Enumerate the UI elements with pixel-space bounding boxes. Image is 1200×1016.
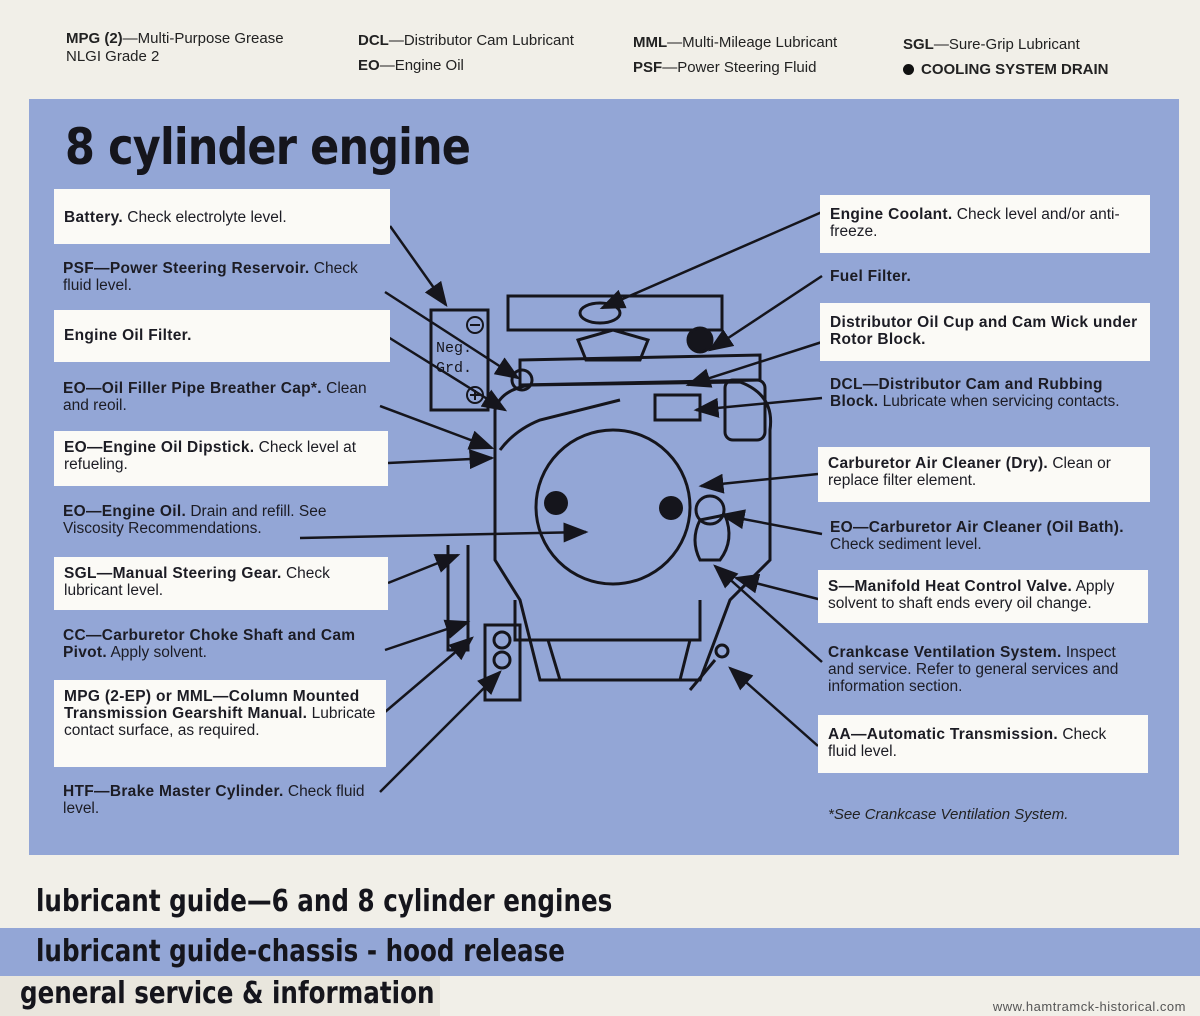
callout-air-cleaner-dry-title: Carburetor Air Cleaner (Dry). (828, 455, 1049, 472)
callout-engine-oil-title: EO—Engine Oil. (63, 503, 187, 520)
battery-label-top: Neg. (436, 340, 472, 357)
callout-heat-valve-title: S—Manifold Heat Control Valve. (828, 578, 1073, 595)
legend-eo-code: EO (358, 57, 380, 74)
callout-choke-title: CC—Carburetor Choke Shaft and Cam Pivot. (63, 627, 356, 661)
callout-steering-gear-text: Check lubricant level. (64, 565, 330, 599)
legend-dcl-text: —Distributor Cam Lubricant (388, 32, 574, 49)
legend-mpg-code: MPG (2) (66, 30, 123, 47)
callout-brake-text: Check fluid level. (63, 783, 365, 817)
callout-air-cleaner-dry-text: Clean or replace filter element. (828, 455, 1111, 489)
callout-brake: HTF—Brake Master Cylinder. Check fluid l… (63, 783, 378, 817)
callout-coolant-text: Check level and/or anti-freeze. (830, 206, 1120, 240)
callout-psf-title: PSF—Power Steering Reservoir. (63, 260, 310, 277)
callout-heat-valve: S—Manifold Heat Control Valve. Apply sol… (818, 570, 1148, 623)
callout-distributor-oil: Distributor Oil Cup and Cam Wick under R… (820, 303, 1150, 361)
legend-psf-text: —Power Steering Fluid (662, 59, 817, 76)
callout-psf: PSF—Power Steering Reservoir. Check flui… (63, 260, 378, 294)
callout-gearshift-title: MPG (2-EP) or MML—Column Mounted Transmi… (64, 688, 360, 722)
legend-mpg-text: —Multi-Purpose Grease (122, 30, 284, 47)
callout-air-cleaner-dry: Carburetor Air Cleaner (Dry). Clean or r… (818, 447, 1150, 502)
leader-lines-left (299, 225, 589, 793)
leader-lines-right (599, 210, 823, 747)
callout-choke-text: Apply solvent. (107, 644, 207, 661)
callout-gearshift-text: Lubricate contact surface, as required. (64, 705, 376, 739)
callout-battery-title: Battery. (64, 209, 123, 226)
callout-battery-text: Check electrolyte level. (122, 209, 287, 226)
tab-band-general (0, 976, 440, 1016)
drain-dot-right (659, 496, 683, 520)
callout-crankcase-text: Inspect and service. Refer to general se… (828, 644, 1119, 695)
callout-crankcase: Crankcase Ventilation System. Inspect an… (828, 644, 1140, 695)
engine-outline (446, 294, 773, 702)
callout-engine-oil-text: Drain and refill. See Viscosity Recommen… (63, 503, 327, 537)
legend-eo: EO—Engine Oil (358, 57, 464, 75)
watermark: www.hamtramck-historical.com (992, 999, 1186, 1014)
legend-dcl-code: DCL (358, 32, 389, 49)
callout-dipstick-text: Check level at refueling. (64, 439, 357, 473)
callout-battery: Battery. Check electrolyte level. (54, 189, 390, 244)
footnote: *See Crankcase Ventilation System. (828, 806, 1069, 823)
callout-fuel-filter: Fuel Filter. (830, 268, 1140, 285)
legend-drain: COOLING SYSTEM DRAIN (903, 61, 1109, 79)
callout-transmission-text: Check fluid level. (828, 726, 1107, 760)
legend-mpg: MPG (2)—Multi-Purpose Grease NLGI Grade … (66, 30, 284, 66)
callout-crankcase-title: Crankcase Ventilation System. (828, 644, 1062, 661)
callout-dipstick: EO—Engine Oil Dipstick. Check level at r… (54, 431, 388, 486)
tab-lubricant-chassis[interactable]: lubricant guide-chassis - hood release (36, 934, 565, 969)
legend-psf-code: PSF (633, 59, 663, 76)
legend-drain-text: COOLING SYSTEM DRAIN (921, 61, 1109, 78)
page-title: 8 cylinder engine (65, 118, 471, 176)
callout-transmission-title: AA—Automatic Transmission. (828, 726, 1059, 743)
callout-coolant-title: Engine Coolant. (830, 206, 953, 223)
callout-brake-title: HTF—Brake Master Cylinder. (63, 783, 284, 800)
callout-distributor-oil-title: Distributor Oil Cup and Cam Wick under R… (830, 314, 1138, 348)
callout-dcl-text: Lubricate when servicing contacts. (878, 393, 1120, 410)
legend-mml: MML—Multi-Mileage Lubricant (633, 34, 837, 52)
callout-fuel-filter-title: Fuel Filter. (830, 268, 912, 285)
legend-psf: PSF—Power Steering Fluid (633, 59, 816, 77)
battery-label-bottom: Grd. (436, 360, 472, 377)
callout-gearshift: MPG (2-EP) or MML—Column Mounted Transmi… (54, 680, 386, 767)
callout-breather-cap-title: EO—Oil Filler Pipe Breather Cap*. (63, 380, 322, 397)
callout-air-cleaner-oil: EO—Carburetor Air Cleaner (Oil Bath). Ch… (830, 519, 1142, 553)
tab-general-service[interactable]: general service & information (20, 976, 435, 1011)
legend-eo-text: —Engine Oil (379, 57, 464, 74)
legend-sgl-text: —Sure-Grip Lubricant (933, 36, 1080, 53)
callout-coolant: Engine Coolant. Check level and/or anti-… (820, 195, 1150, 253)
callout-engine-oil: EO—Engine Oil. Drain and refill. See Vis… (63, 503, 378, 537)
callout-oil-filter-title: Engine Oil Filter. (64, 327, 192, 344)
callout-dipstick-title: EO—Engine Oil Dipstick. (64, 439, 255, 456)
callout-choke: CC—Carburetor Choke Shaft and Cam Pivot.… (63, 627, 378, 661)
tab-lubricant-engines[interactable]: lubricant guide—6 and 8 cylinder engines (36, 884, 613, 919)
legend-sgl: SGL—Sure-Grip Lubricant (903, 36, 1080, 54)
callout-air-cleaner-oil-text: Check sediment level. (830, 536, 982, 553)
callout-air-cleaner-oil-title: EO—Carburetor Air Cleaner (Oil Bath). (830, 519, 1124, 536)
legend-mpg-grade: NLGI Grade 2 (66, 48, 160, 65)
callout-oil-filter: Engine Oil Filter. (54, 310, 390, 362)
callout-steering-gear-title: SGL—Manual Steering Gear. (64, 565, 282, 582)
callout-breather-cap: EO—Oil Filler Pipe Breather Cap*. Clean … (63, 380, 381, 414)
drain-dot-icon (903, 64, 914, 75)
legend-mml-text: —Multi-Mileage Lubricant (667, 34, 838, 51)
callout-dcl: DCL—Distributor Cam and Rubbing Block. L… (830, 376, 1142, 410)
legend-mml-code: MML (633, 34, 668, 51)
callout-transmission: AA—Automatic Transmission. Check fluid l… (818, 715, 1148, 773)
callout-breather-cap-text: Clean and reoil. (63, 380, 367, 414)
legend-sgl-code: SGL (903, 36, 934, 53)
callout-steering-gear: SGL—Manual Steering Gear. Check lubrican… (54, 557, 388, 610)
drain-dot-left (544, 491, 568, 515)
tab-band-chassis (0, 928, 1200, 976)
legend-dcl: DCL—Distributor Cam Lubricant (358, 32, 574, 50)
callout-psf-text: Check fluid level. (63, 260, 358, 294)
callout-heat-valve-text: Apply solvent to shaft ends every oil ch… (828, 578, 1115, 612)
callout-dcl-title: DCL—Distributor Cam and Rubbing Block. (830, 376, 1103, 410)
